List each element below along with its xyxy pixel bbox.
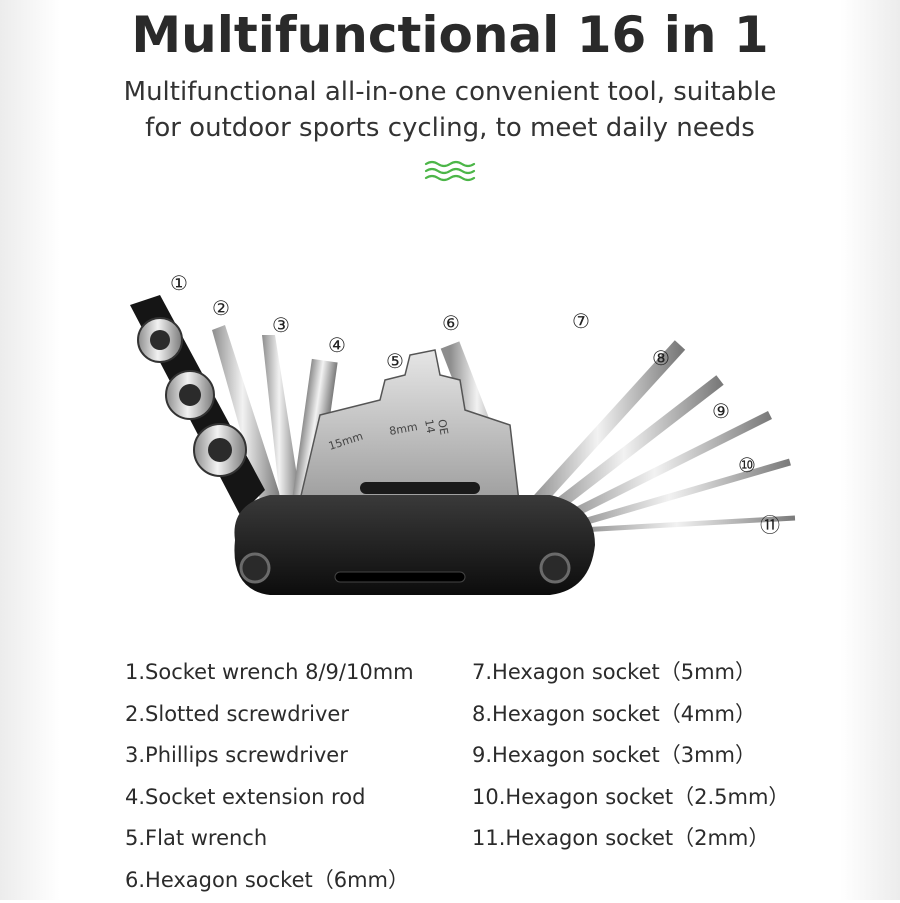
- background-shade-left: [0, 0, 60, 900]
- page-subtitle: Multifunctional all-in-one convenient to…: [60, 74, 840, 146]
- list-item: 7.Hexagon socket（5mm）: [472, 654, 789, 696]
- multi-tool-illustration: 15mm 8mm 14 OE ① ② ③ ④ ⑤ ⑥ ⑦ ⑧ ⑨ ⑩ ⑪: [90, 250, 810, 620]
- list-item: 4.Socket extension rod: [125, 779, 414, 821]
- callout-10: ⑩: [738, 453, 756, 477]
- callout-8: ⑧: [652, 346, 670, 370]
- list-item: 2.Slotted screwdriver: [125, 696, 414, 738]
- list-item: 10.Hexagon socket（2.5mm）: [472, 779, 789, 821]
- list-item: 6.Hexagon socket（6mm）: [125, 862, 414, 903]
- callout-2: ②: [212, 296, 230, 320]
- list-item: 5.Flat wrench: [125, 820, 414, 862]
- parts-list-right: 7.Hexagon socket（5mm） 8.Hexagon socket（4…: [472, 654, 789, 862]
- list-item: 11.Hexagon socket（2mm）: [472, 820, 789, 862]
- body-bolt-right: [541, 554, 569, 582]
- list-item: 1.Socket wrench 8/9/10mm: [125, 654, 414, 696]
- list-item: 3.Phillips screwdriver: [125, 737, 414, 779]
- callout-9: ⑨: [712, 399, 730, 423]
- callout-5: ⑤: [386, 349, 404, 373]
- subtitle-line-2: for outdoor sports cycling, to meet dail…: [60, 110, 840, 146]
- subtitle-line-1: Multifunctional all-in-one convenient to…: [60, 74, 840, 110]
- body-bolt-left: [241, 554, 269, 582]
- callout-1: ①: [170, 271, 188, 295]
- callout-3: ③: [272, 313, 290, 337]
- list-item: 9.Hexagon socket（3mm）: [472, 737, 789, 779]
- callout-4: ④: [328, 333, 346, 357]
- callout-11: ⑪: [760, 513, 780, 537]
- engraving-oe: OE: [435, 418, 451, 436]
- body-slot: [335, 572, 465, 582]
- list-item: 8.Hexagon socket（4mm）: [472, 696, 789, 738]
- parts-list-left: 1.Socket wrench 8/9/10mm 2.Slotted screw…: [125, 654, 414, 903]
- callout-6: ⑥: [442, 311, 460, 335]
- wave-divider-icon: [424, 160, 476, 182]
- page-title: Multifunctional 16 in 1: [0, 6, 900, 64]
- background-shade-right: [840, 0, 900, 900]
- callout-7: ⑦: [572, 309, 590, 333]
- engraving-14: 14: [422, 418, 437, 434]
- wrench-slot: [360, 482, 480, 494]
